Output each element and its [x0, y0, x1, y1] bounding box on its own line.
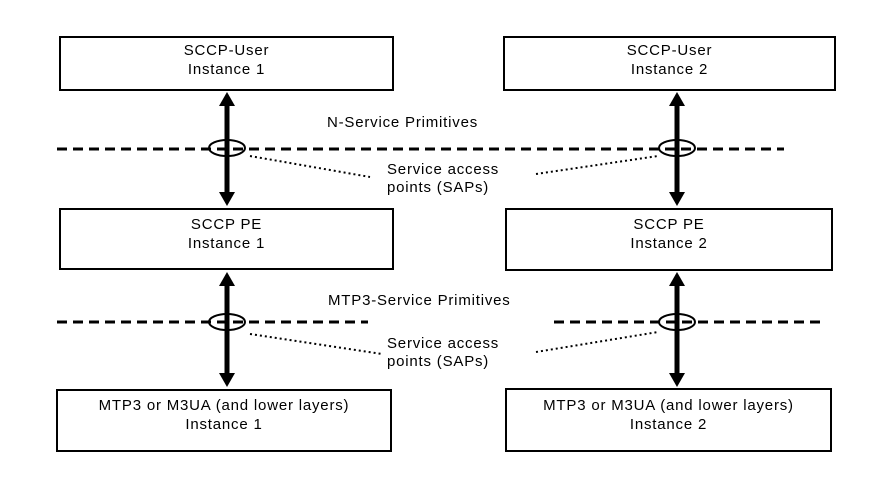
leader-line-bottom-right	[535, 331, 659, 353]
arrow-sccppe1-mtp31	[219, 272, 235, 387]
box-sccp-pe-instance-2: SCCP PE Instance 2	[505, 208, 833, 271]
box-mtp3-instance-1: MTP3 or M3UA (and lower layers) Instance…	[56, 389, 392, 452]
box-sccp-user-instance-2: SCCP-User Instance 2	[503, 36, 836, 91]
leader-line-top-left	[249, 155, 371, 178]
box-sccp-pe-instance-1: SCCP PE Instance 1	[59, 208, 394, 270]
label-sap-bottom-line1: Service access	[387, 335, 500, 352]
box-instance: Instance 2	[629, 415, 708, 433]
box-title: SCCP PE	[190, 215, 263, 233]
leader-line-bottom-left	[249, 333, 383, 355]
label-sap-top: Service access points (SAPs)	[387, 161, 499, 197]
box-mtp3-instance-2: MTP3 or M3UA (and lower layers) Instance…	[505, 388, 832, 452]
arrow-sccpuser1-sccppe1	[219, 92, 235, 206]
box-instance: Instance 2	[630, 60, 709, 78]
label-sap-top-line2: points (SAPs)	[387, 179, 490, 196]
box-title: MTP3 or M3UA (and lower layers)	[98, 397, 350, 414]
box-instance: Instance 1	[187, 234, 266, 252]
label-sap-top-line1: Service access	[387, 161, 500, 178]
arrow-sccppe2-mtp32	[669, 272, 685, 387]
label-sap-bottom-line2: points (SAPs)	[387, 353, 490, 370]
box-title: SCCP PE	[633, 216, 705, 233]
box-title: SCCP-User	[626, 41, 713, 59]
label-mtp3-service-primitives: MTP3-Service Primitives	[328, 292, 511, 309]
box-title: MTP3 or M3UA (and lower layers)	[543, 396, 794, 414]
box-instance: Instance 1	[187, 60, 266, 78]
arrow-sccpuser2-sccppe2	[669, 92, 685, 206]
box-title: SCCP-User	[183, 41, 270, 59]
box-sccp-user-instance-1: SCCP-User Instance 1	[59, 36, 394, 91]
leader-line-top-right	[535, 155, 659, 175]
box-instance: Instance 2	[630, 235, 708, 252]
box-instance: Instance 1	[185, 416, 263, 433]
label-n-service-primitives: N-Service Primitives	[327, 114, 479, 131]
label-sap-bottom: Service access points (SAPs)	[387, 335, 499, 371]
